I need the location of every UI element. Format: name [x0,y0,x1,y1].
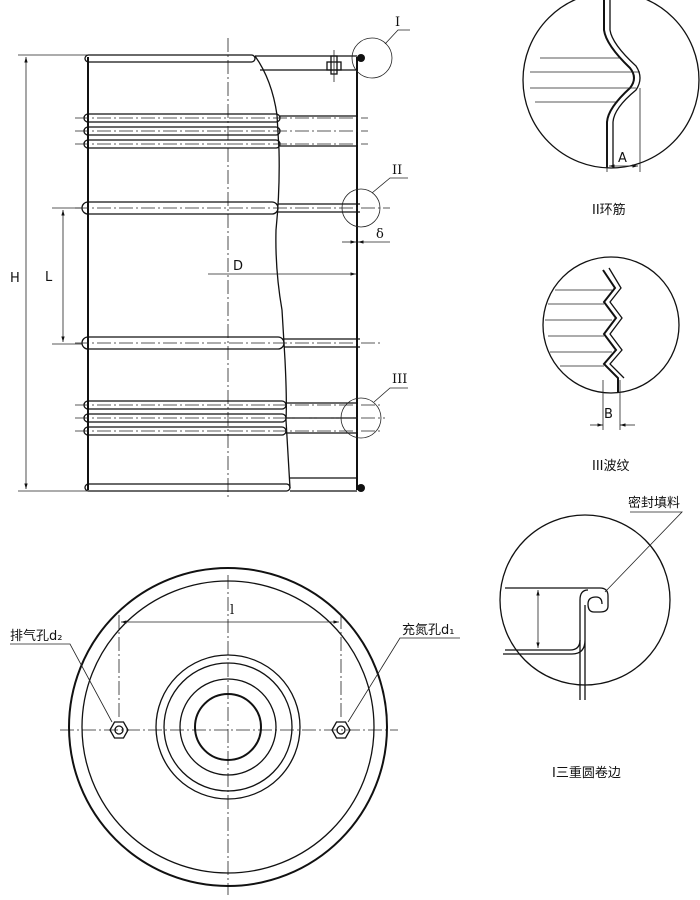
detail-II-caption: II环筋 [592,202,626,218]
detail-I-caption: I三重圆卷边 [552,765,621,781]
vent-hole-nut [109,721,129,739]
detail-II-label: II [392,163,402,178]
break-line [254,55,291,489]
dim-L-label: L [45,270,53,285]
outer-rim [68,567,388,887]
detail-circle-II [341,188,381,228]
detail-II-view: A II环筋 [522,0,700,218]
detail-II-dim-A: A [618,151,627,166]
detail-I-view: 密封填料 I三重圆卷边 [499,495,683,781]
rolling-hoops [75,113,390,436]
vent-hole-label: 排气孔d₂ [10,628,62,644]
bung-plug [326,50,342,82]
nitrogen-hole-label: 充氮孔d₁ [402,622,454,638]
dim-delta-label: δ [376,227,384,242]
detail-circle-III [340,397,382,439]
side-view: I II III H L D δ [10,15,410,500]
detail-III-view: B III波纹 [542,256,680,474]
sealant-label: 密封填料 [628,495,680,511]
detail-III-dim-B: B [604,407,613,422]
dim-D-label: D [233,259,243,274]
top-chime [84,54,256,63]
nitrogen-hole-nut [331,721,351,739]
dim-H-label: H [10,271,20,286]
detail-circle-I [351,37,393,79]
dim-l-label: l [230,603,234,618]
top-view: l 排气孔d₂ 充氮孔d₁ [10,567,460,895]
detail-I-label: I [395,15,400,30]
detail-III-label: III [392,372,407,387]
detail-III-caption: III波纹 [592,459,630,474]
bottom-chime [84,483,291,492]
